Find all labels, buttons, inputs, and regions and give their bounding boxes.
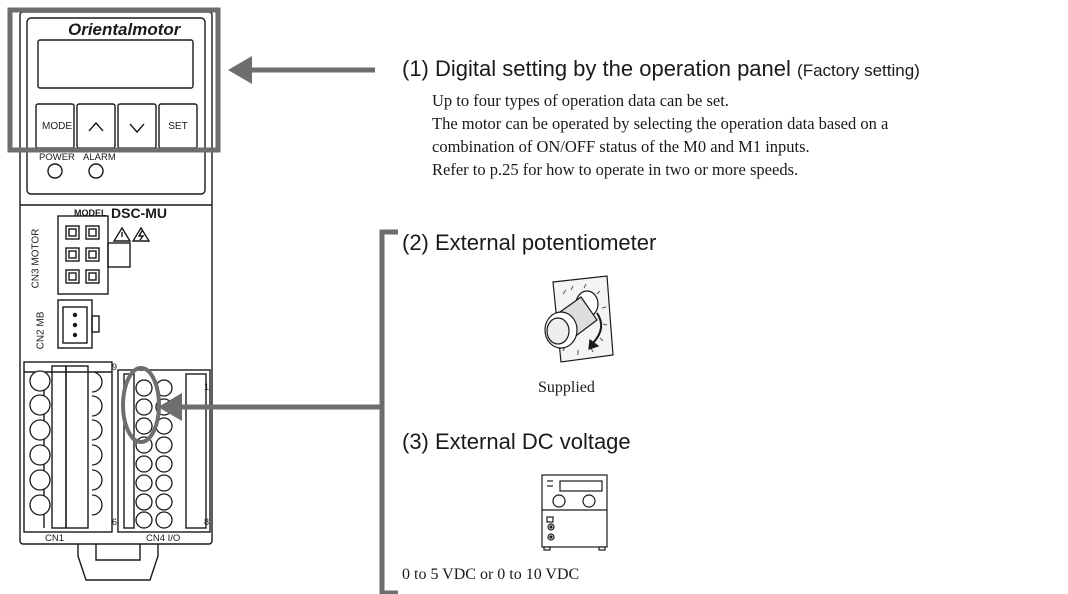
- set-button-label[interactable]: SET: [168, 121, 188, 132]
- cn2-label: CN2 MB: [35, 311, 47, 350]
- alarm-label: ALARM: [83, 152, 116, 163]
- pin-9-label: 9: [112, 362, 118, 372]
- panel-arrow-icon: [228, 56, 252, 84]
- option-1-title: (1) Digital setting by the operation pan…: [402, 56, 791, 81]
- display-window: [37, 39, 194, 89]
- option-1-note: (Factory setting): [797, 61, 920, 80]
- down-button: [117, 103, 157, 149]
- mode-button-label[interactable]: MODE: [42, 121, 72, 132]
- option-3-caption: 0 to 5 VDC or 0 to 10 VDC: [402, 566, 580, 583]
- operation-panel-highlight: [7, 7, 221, 153]
- cn1-terminals: [29, 370, 103, 516]
- pin-1-label: 1: [204, 382, 210, 392]
- cn4-terminal-block: [117, 369, 211, 533]
- cn3-label: CN3 MOTOR: [30, 228, 42, 289]
- bracket: [379, 229, 398, 594]
- alarm-led-icon: [88, 163, 104, 179]
- pin-8-label: 8: [204, 517, 210, 527]
- cn4-label: CN4 I/O: [146, 533, 181, 544]
- option-1-line-1: Up to four types of operation data can b…: [432, 91, 729, 110]
- model-name: DSC-MU: [111, 205, 167, 221]
- driver-unit: [19, 11, 213, 581]
- option-3-title: (3) External DC voltage: [402, 429, 631, 454]
- terminal-arrow-icon: [158, 393, 182, 421]
- power-label: POWER: [39, 152, 75, 163]
- option-2-title: (2) External potentiometer: [402, 230, 657, 255]
- terminal-highlight: [121, 366, 161, 444]
- brand-logo: Orientalmotor: [68, 20, 181, 39]
- model-prefix: MODEL: [74, 208, 107, 218]
- driver-housing: [19, 11, 213, 545]
- dc-power-supply-icon: [541, 474, 608, 551]
- pin-6-label: 6: [112, 517, 118, 527]
- cn1-label: CN1: [45, 533, 65, 544]
- up-arrow-icon: [88, 121, 104, 132]
- option-1-heading: (1) Digital setting by the operation pan…: [402, 56, 920, 82]
- operation-panel: [26, 17, 206, 195]
- option-1-line-3: combination of ON/OFF status of the M0 a…: [432, 137, 810, 156]
- up-button: [76, 103, 116, 149]
- warning-icon: [112, 226, 132, 242]
- option-1-line-2: The motor can be operated by selecting t…: [432, 114, 889, 133]
- down-arrow-icon: [129, 123, 145, 134]
- option-1-line-4: Refer to p.25 for how to operate in two …: [432, 160, 799, 179]
- potentiometer-icon: [544, 275, 614, 363]
- high-voltage-icon: [131, 226, 151, 242]
- power-led-icon: [47, 163, 63, 179]
- cn1-terminal-block: [23, 361, 113, 533]
- option-2-caption: Supplied: [538, 379, 595, 396]
